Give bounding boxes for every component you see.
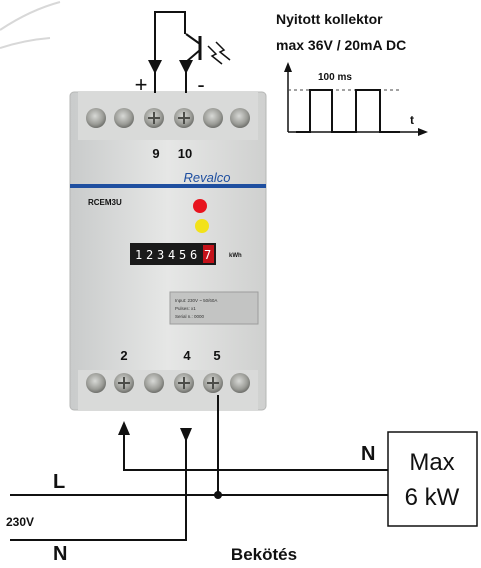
counter-digit: 5 <box>179 248 186 262</box>
load-power-label: 6 kW <box>405 484 460 511</box>
energy-meter <box>69 91 267 411</box>
junction-dot <box>214 491 222 499</box>
pulse-duration-label: 100 ms <box>318 72 352 83</box>
model-label: RCEM3U <box>88 198 122 207</box>
corner-decoration <box>0 1 61 49</box>
time-axis-label: t <box>410 113 414 127</box>
counter-digit: 1 <box>135 248 142 262</box>
bottom-terminal-row <box>86 373 250 393</box>
red-led <box>193 199 207 213</box>
unit-label: kWh <box>229 253 242 259</box>
yellow-led <box>195 219 209 233</box>
neutral-n-label: N <box>53 543 67 565</box>
arrow-down-icon <box>148 60 162 74</box>
spec-line: Pulses: x1 <box>175 306 196 311</box>
spec-plate <box>169 291 259 325</box>
terminal-9-label: 9 <box>152 146 159 161</box>
light-signal-icon <box>207 41 231 65</box>
caption: Bekötés <box>231 545 297 564</box>
load-box <box>387 431 478 527</box>
terminal-2-label: 2 <box>120 348 127 363</box>
pulse-graph <box>284 62 428 136</box>
open-collector-circuit <box>154 11 202 93</box>
spec-line: Input: 230V ~ 50/60A <box>175 298 217 303</box>
load-max-label: Max <box>409 449 454 476</box>
plus-sign: + <box>135 72 148 97</box>
counter-digit: 4 <box>168 248 175 262</box>
collector-title-line1: Nyitott kollektor <box>276 11 383 27</box>
terminal-5-label: 5 <box>213 348 220 363</box>
counter-digit: 7 <box>204 248 211 262</box>
collector-title-line2: max 36V / 20mA DC <box>276 37 406 53</box>
top-terminal-row <box>86 108 250 128</box>
arrow-up-icon <box>118 421 130 435</box>
kwh-counter <box>130 243 216 265</box>
arrow-down-icon <box>179 60 193 74</box>
minus-sign: - <box>197 72 204 97</box>
terminal-10-label: 10 <box>178 146 192 161</box>
spec-line: Serial n.: 0000 <box>175 314 205 319</box>
arrow-down-icon <box>180 428 192 442</box>
voltage-label: 230V <box>6 515 34 529</box>
brand-stripe <box>70 184 266 188</box>
terminal-4-label: 4 <box>183 348 191 363</box>
counter-digits: 1 2 3 4 5 6 7 <box>135 248 211 262</box>
wiring-lines <box>10 395 388 541</box>
phase-l-label: L <box>53 471 65 493</box>
counter-digit: 6 <box>190 248 197 262</box>
counter-digit: 3 <box>157 248 164 262</box>
brand-logo: Revalco <box>184 170 231 185</box>
spec-text: Input: 230V ~ 50/60A Pulses: x1 Serial n… <box>175 298 217 319</box>
counter-digit: 2 <box>146 248 153 262</box>
load-neutral-label: N <box>361 443 375 465</box>
